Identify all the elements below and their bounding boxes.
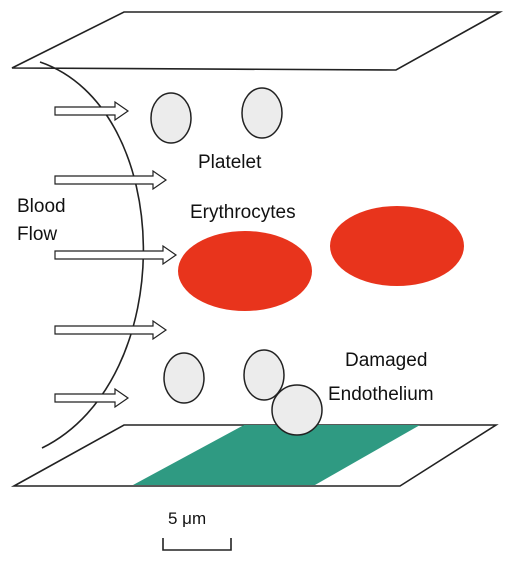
scale-bar [163,538,231,550]
platelet-label: Platelet [198,152,262,173]
adhered-platelet [272,385,322,435]
flow-arrows [55,102,176,407]
platelet [164,353,204,403]
blood-flow-label-line1: Blood [17,196,66,217]
platelet [242,88,282,138]
top-plate [12,12,500,70]
flow-arrow-icon [55,171,166,189]
flow-arrow-icon [55,389,128,407]
flow-arrow-icon [55,246,176,264]
platelet [151,93,191,143]
erythrocytes-label: Erythrocytes [190,202,296,223]
damaged-label-line1: Damaged [345,350,427,371]
erythrocyte [178,231,312,311]
damaged-label-line2: Endothelium [328,384,434,405]
flow-arrow-icon [55,321,166,339]
flow-arrow-icon [55,102,128,120]
blood-flow-label-line2: Flow [17,224,57,245]
scale-bar-label: 5 μm [168,509,206,528]
platelet [244,350,284,400]
erythrocyte [330,206,464,286]
